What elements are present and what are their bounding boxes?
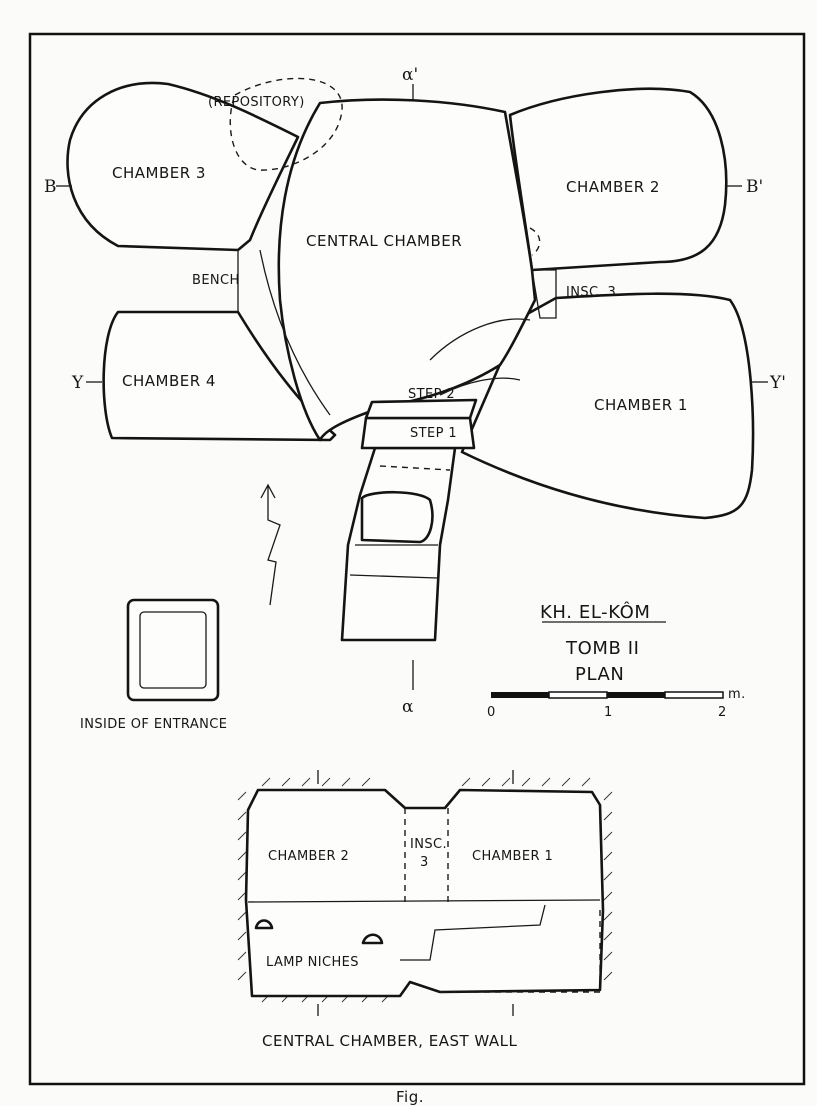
- passage-line-2: [349, 574, 438, 579]
- chamber-4-label: CHAMBER 4: [122, 372, 216, 390]
- rock-edge-line: [429, 318, 531, 361]
- tomb-title: TOMB II: [565, 638, 640, 659]
- repository-dashed-outline: [229, 77, 343, 171]
- entrance-passage: [340, 446, 457, 642]
- rock-edge-line-2: [439, 377, 521, 396]
- chamber-4-outline: [102, 310, 337, 442]
- scale-unit: m.: [728, 687, 746, 702]
- bench-label: BENCH: [192, 273, 240, 288]
- chamber-2-label: CHAMBER 2: [566, 178, 660, 196]
- beta-left-label: B: [44, 177, 57, 197]
- insc-3-niche: [531, 269, 557, 319]
- entrance-view-outer: [126, 598, 220, 702]
- alpha-top-label: α': [402, 65, 418, 85]
- step-2-label: STEP 2: [408, 387, 455, 402]
- passage-niche: [360, 490, 434, 544]
- step-1-label: STEP 1: [410, 426, 457, 441]
- site-title: KH. EL-KÔM: [540, 601, 651, 623]
- north-arrow-icon: [260, 483, 281, 606]
- figure-footer: Fig.: [396, 1088, 424, 1106]
- step-2-outline: [364, 398, 478, 420]
- lamp-niche-2: [361, 933, 384, 945]
- elevation-step-line: [400, 904, 546, 961]
- elevation-hatching: [237, 777, 613, 1003]
- repository-label: (REPOSITORY): [208, 95, 305, 110]
- passage-dashed-line: [379, 465, 451, 471]
- elevation-chamber-1-label: CHAMBER 1: [472, 849, 553, 864]
- elevation-insc-number: 3: [420, 855, 429, 870]
- elevation-caption: CENTRAL CHAMBER, EAST WALL: [262, 1032, 518, 1050]
- rock-edge-line-3: [259, 249, 331, 416]
- alpha-bottom-label: α: [402, 697, 414, 717]
- chamber-1-label: CHAMBER 1: [594, 396, 688, 414]
- elevation-insc-label: INSC.: [410, 837, 447, 852]
- scale-tick-2: 2: [718, 705, 727, 720]
- beta-right-label: B': [746, 177, 763, 197]
- lamp-niches-label: LAMP NICHES: [266, 955, 359, 970]
- elevation-chamber-2-label: CHAMBER 2: [268, 849, 349, 864]
- lamp-niche-1: [254, 919, 274, 930]
- insc-3-label: INSC. 3: [566, 285, 616, 300]
- scale-bar: [491, 691, 724, 699]
- gamma-right-label: Y': [769, 373, 786, 393]
- inside-entrance-label: INSIDE OF ENTRANCE: [80, 717, 227, 732]
- entrance-view-inner: [139, 611, 207, 689]
- scale-tick-1: 1: [604, 705, 613, 720]
- scale-tick-0: 0: [487, 705, 496, 720]
- chamber-1-outline: [460, 292, 755, 520]
- central-chamber-label: CENTRAL CHAMBER: [306, 232, 462, 250]
- central-chamber-outline: [277, 98, 537, 442]
- plan-title: PLAN: [575, 664, 624, 685]
- elevation-outline: [244, 788, 605, 998]
- gamma-left-label: Y: [71, 373, 84, 393]
- elevation-floor-line: [247, 899, 601, 903]
- chamber-3-label: CHAMBER 3: [112, 164, 206, 182]
- niche-dashed-mark: [529, 227, 541, 256]
- chamber-3-outline: [66, 81, 300, 252]
- frame-border: [28, 32, 806, 1086]
